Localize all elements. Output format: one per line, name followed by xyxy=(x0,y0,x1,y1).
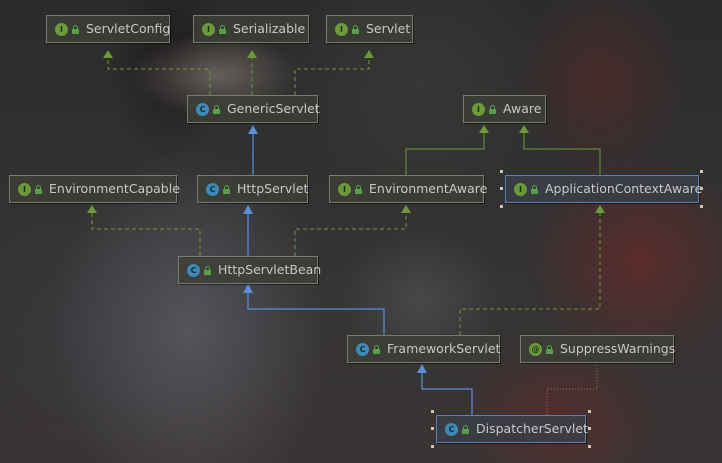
lock-icon xyxy=(222,184,231,194)
lock-icon xyxy=(372,344,381,354)
node-environmentcapable[interactable]: I EnvironmentCapable xyxy=(9,175,180,203)
arrowhead-aware-left xyxy=(479,125,489,133)
node-label: Aware xyxy=(503,100,542,116)
arrowhead-aware-right xyxy=(519,125,529,133)
selection-handle[interactable] xyxy=(700,170,703,173)
edge-environmentaware-aware xyxy=(405,133,485,175)
selection-handle[interactable] xyxy=(700,187,703,190)
node-label: DispatcherServlet xyxy=(476,420,588,436)
selection-handle[interactable] xyxy=(500,170,503,173)
selection-handle[interactable] xyxy=(431,445,434,448)
arrowhead-frameworkservlet xyxy=(417,364,427,373)
lock-icon xyxy=(203,265,212,275)
abstract-class-icon: C xyxy=(187,263,200,277)
abstract-class-icon: C xyxy=(206,182,219,196)
node-servletconfig[interactable]: I ServletConfig xyxy=(46,15,170,43)
selection-handle[interactable] xyxy=(500,205,503,208)
selection-handle[interactable] xyxy=(700,205,703,208)
selection-handle[interactable] xyxy=(588,445,591,448)
edge-httpservletbean-environmentcapable xyxy=(91,213,201,256)
lock-icon xyxy=(545,344,554,354)
node-label: EnvironmentAware xyxy=(369,180,488,196)
abstract-class-icon: C xyxy=(196,102,209,116)
arrowhead-serializable xyxy=(247,50,257,58)
edge-applicationcontextaware-aware xyxy=(523,133,601,175)
lock-icon xyxy=(461,424,470,434)
node-label: SuppressWarnings xyxy=(560,340,676,356)
edge-frameworkservlet-httpservletbean xyxy=(247,292,385,335)
node-suppresswarnings[interactable]: @ SuppressWarnings xyxy=(520,335,676,363)
node-label: Serializable xyxy=(233,20,306,36)
node-label: Servlet xyxy=(366,20,411,36)
node-label: GenericServlet xyxy=(227,100,320,116)
edge-genericservlet-servletconfig xyxy=(107,52,211,95)
node-dispatcherservlet[interactable]: C DispatcherServlet xyxy=(436,415,588,443)
arrowhead-httpservlet xyxy=(243,205,253,214)
annotation-icon: @ xyxy=(529,342,542,356)
interface-icon: I xyxy=(18,182,31,196)
lock-icon xyxy=(34,184,43,194)
class-icon: C xyxy=(445,422,458,436)
node-label: FrameworkServlet xyxy=(387,340,501,356)
arrowhead-servlet xyxy=(364,50,374,58)
arrowhead-httpservletbean xyxy=(243,284,253,293)
selection-handle[interactable] xyxy=(431,410,434,413)
node-label: HttpServlet xyxy=(237,180,309,196)
edge-httpservletbean-environmentaware xyxy=(294,213,407,256)
arrowhead-environmentcapable xyxy=(87,205,97,213)
node-httpservlet[interactable]: C HttpServlet xyxy=(197,175,308,203)
lock-icon xyxy=(218,24,227,34)
lock-icon xyxy=(488,104,497,114)
interface-icon: I xyxy=(55,22,68,36)
node-environmentaware[interactable]: I EnvironmentAware xyxy=(329,175,488,203)
node-applicationcontextaware[interactable]: I ApplicationContextAware xyxy=(505,175,703,203)
interface-icon: I xyxy=(338,182,351,196)
node-serializable[interactable]: I Serializable xyxy=(193,15,309,43)
lock-icon xyxy=(354,184,363,194)
node-genericservlet[interactable]: C GenericServlet xyxy=(187,95,320,123)
node-label: HttpServletBean xyxy=(218,261,322,277)
node-servlet[interactable]: I Servlet xyxy=(326,15,413,43)
arrowhead-environmentaware xyxy=(401,205,411,213)
lock-icon xyxy=(351,24,360,34)
node-label: EnvironmentCapable xyxy=(49,180,180,196)
node-frameworkservlet[interactable]: C FrameworkServlet xyxy=(347,335,500,363)
edge-frameworkservlet-applicationcontextaware xyxy=(459,213,601,335)
node-label: ServletConfig xyxy=(86,20,171,36)
node-label: ApplicationContextAware xyxy=(545,180,703,196)
arrowhead-genericservlet xyxy=(248,125,258,134)
edge-dispatcherservlet-frameworkservlet xyxy=(421,372,473,415)
node-aware[interactable]: I Aware xyxy=(463,95,546,123)
edge-genericservlet-servlet xyxy=(294,52,370,95)
selection-handle[interactable] xyxy=(588,410,591,413)
interface-icon: I xyxy=(472,102,485,116)
lock-icon xyxy=(71,24,80,34)
selection-handle[interactable] xyxy=(588,427,591,430)
abstract-class-icon: C xyxy=(356,342,369,356)
node-httpservletbean[interactable]: C HttpServletBean xyxy=(178,256,322,284)
lock-icon xyxy=(212,104,221,114)
arrowhead-applicationcontextaware xyxy=(595,205,605,213)
interface-icon: I xyxy=(514,182,527,196)
interface-icon: I xyxy=(335,22,348,36)
selection-handle[interactable] xyxy=(431,427,434,430)
edge-dispatcherservlet-suppresswarnings xyxy=(546,364,598,415)
arrowhead-servletconfig xyxy=(103,50,113,58)
interface-icon: I xyxy=(202,22,215,36)
lock-icon xyxy=(530,184,539,194)
selection-handle[interactable] xyxy=(500,187,503,190)
